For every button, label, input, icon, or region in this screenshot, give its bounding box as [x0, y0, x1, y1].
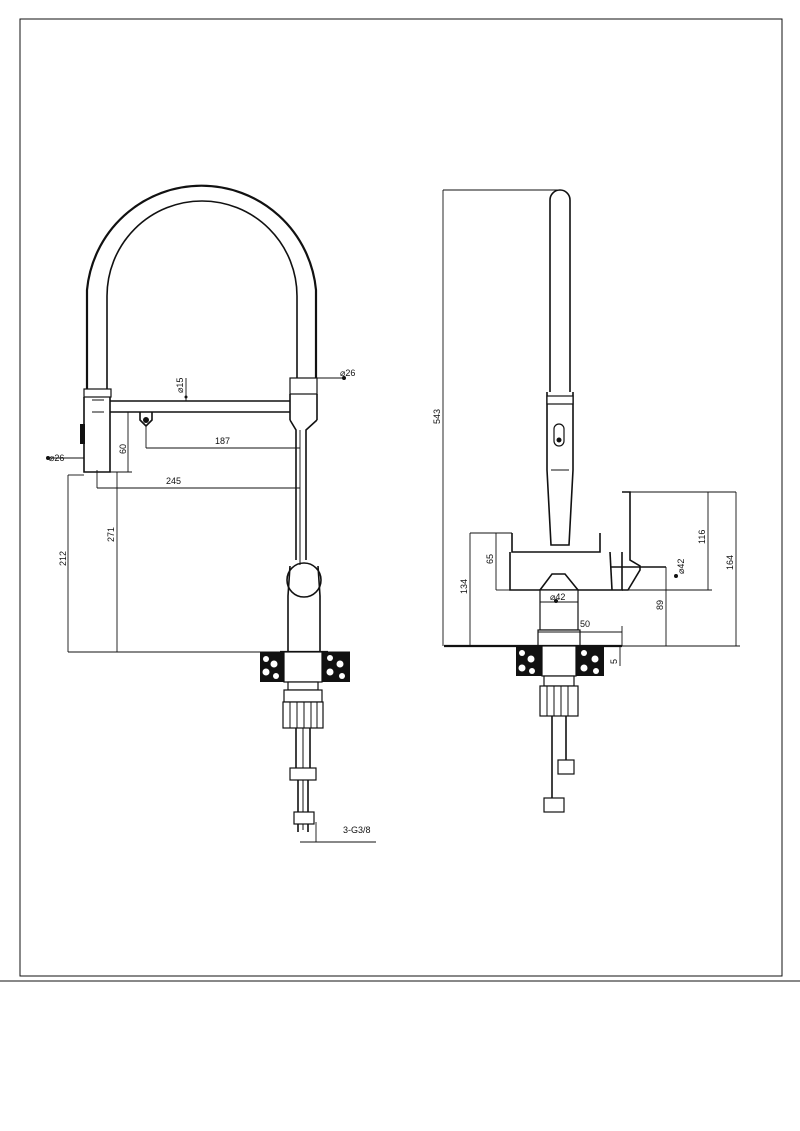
front-dimensions	[47, 377, 376, 843]
side-body	[511, 533, 601, 553]
head-collar	[83, 388, 112, 398]
dim-body-upper: 65	[485, 554, 495, 564]
dim-overall-reach: 245	[166, 476, 181, 486]
dim-base-width: 50	[580, 619, 590, 629]
dim-hose-diameter: ⌀15	[175, 378, 185, 393]
side-spout	[549, 189, 571, 392]
spout-tube	[289, 419, 297, 560]
sheet-frame	[0, 18, 800, 982]
side-dimensions	[442, 189, 740, 666]
dim-connection: 3-G3/8	[343, 825, 371, 835]
spout-collar	[289, 377, 318, 395]
lever-knob	[286, 562, 322, 598]
dim-lever-total: 164	[725, 555, 735, 570]
side-spray-head	[546, 392, 574, 546]
dim-spray-drop: 60	[118, 444, 128, 454]
dim-body-diameter: ⌀42	[550, 592, 565, 602]
dim-spray-reach: 187	[215, 436, 230, 446]
faucet-body	[287, 565, 291, 652]
dim-total-height: 543	[432, 409, 442, 424]
dim-lever-diameter: ⌀42	[676, 559, 686, 574]
dim-lever-height: 116	[697, 530, 707, 544]
dim-spray-height: 212	[58, 551, 68, 566]
dim-head-diameter: ⌀26	[49, 453, 64, 463]
side-mounting-nut	[539, 685, 579, 717]
dim-body-height: 271	[106, 527, 116, 542]
dim-body-height-side: 134	[459, 579, 469, 594]
side-lever	[622, 491, 641, 591]
spray-head-tip	[80, 424, 85, 444]
side-view: 543 134 65 116 164 ⌀42 89 ⌀42 50 5	[432, 189, 740, 813]
hose-arch-inner	[106, 200, 298, 393]
dim-lever-base: 89	[655, 600, 665, 610]
dim-base-thickness: 5	[609, 659, 619, 664]
hose-arch-outer	[85, 184, 318, 393]
front-view: ⌀15 ⌀26 ⌀26 60 187 245 212 271 3-G3/8	[46, 184, 376, 843]
spray-head	[83, 397, 111, 473]
dim-spout-diameter: ⌀26	[340, 368, 355, 378]
